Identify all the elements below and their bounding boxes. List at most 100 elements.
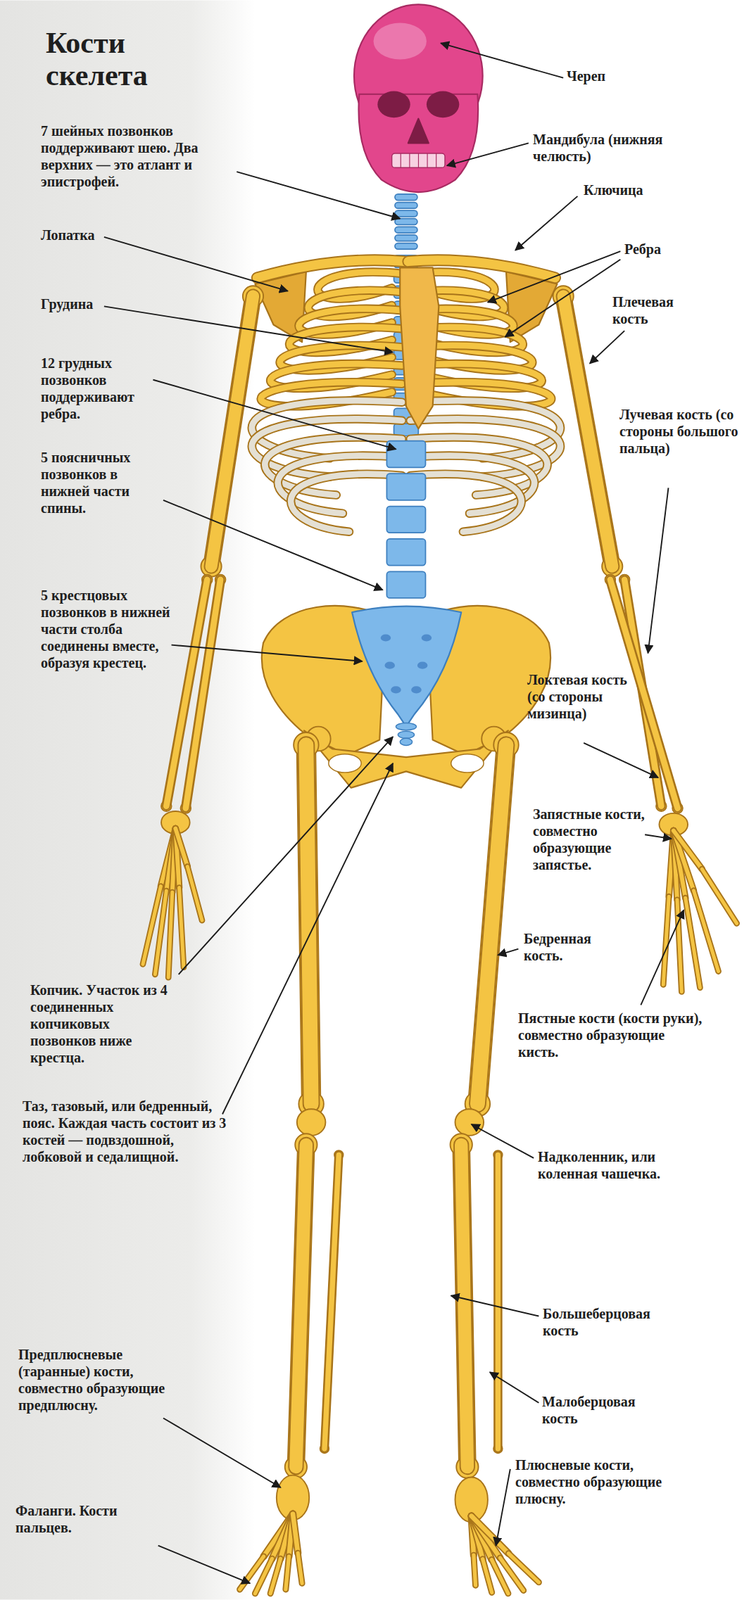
rib	[290, 474, 402, 533]
metacarpal	[175, 829, 188, 868]
ulna	[610, 580, 678, 809]
sacral-foramen	[417, 662, 428, 670]
teeth	[400, 153, 402, 168]
leader-line	[644, 834, 672, 840]
part-label: Плюсневые кости, совместно образующие пл…	[515, 1457, 689, 1508]
part-label: 5 крестцовых позвонков в нижней части ст…	[40, 587, 174, 672]
leader-line	[178, 737, 393, 975]
part-label: 12 грудных позвонков поддерживают ребра.	[40, 354, 169, 423]
tibia	[461, 1145, 468, 1468]
leader-line	[163, 500, 383, 591]
humerus	[563, 296, 613, 567]
humerus	[563, 296, 613, 567]
phalanx	[663, 896, 669, 985]
part-label: Малоберцовая кость	[542, 1393, 665, 1428]
phalanx	[270, 1559, 281, 1595]
cervical-vertebra	[394, 202, 418, 210]
phalanx	[285, 1557, 290, 1591]
teeth	[392, 153, 445, 168]
leader-line	[496, 1469, 511, 1547]
coccyx	[399, 738, 412, 746]
phalanx	[693, 891, 719, 973]
metatarsal	[292, 1514, 298, 1555]
metatarsal	[292, 1514, 298, 1555]
sacral-foramen	[411, 686, 421, 694]
part-label: Грудина	[40, 295, 143, 313]
leader-line	[647, 487, 669, 654]
part-label: Предплюсневые (таранные) кости, совместн…	[18, 1346, 172, 1415]
metacarpal	[673, 830, 702, 870]
femur	[306, 745, 312, 1105]
ulna	[610, 580, 678, 809]
cervical-vertebra	[394, 243, 418, 250]
phalanx	[179, 888, 184, 968]
bones	[142, 4, 738, 1594]
fibula	[494, 1155, 502, 1449]
phalanx	[297, 1553, 302, 1584]
phalanx	[285, 1557, 290, 1591]
humerus	[211, 296, 253, 567]
ulna	[185, 580, 221, 809]
fibula	[324, 1155, 339, 1449]
part-label: 5 поясничных позвонков в нижней части сп…	[40, 449, 169, 517]
phalanx	[154, 891, 167, 975]
cervical-vertebra	[394, 226, 418, 234]
background-panel	[0, 0, 255, 1600]
phalanx	[473, 1555, 476, 1586]
ulna	[610, 580, 678, 809]
leader-line	[451, 1296, 540, 1318]
sacrum	[351, 606, 462, 728]
leader-line	[222, 763, 393, 1116]
fibula	[495, 1155, 501, 1449]
sacral-foramen	[384, 662, 395, 670]
clavicle	[408, 260, 556, 279]
leader-line	[515, 196, 578, 251]
femur	[306, 745, 312, 1105]
part-label: Запястные кости, совместно образующие за…	[532, 806, 645, 874]
part-label: Лопатка	[40, 226, 143, 244]
tibia	[295, 1145, 306, 1468]
ulna	[185, 580, 221, 809]
leader-line	[236, 171, 400, 219]
thoracic-vertebra	[394, 423, 419, 436]
phalanx	[187, 867, 203, 922]
clavicle	[408, 260, 556, 279]
humerus	[211, 296, 253, 567]
rib	[410, 474, 522, 533]
femur	[477, 745, 507, 1105]
ulna	[610, 580, 678, 809]
femur	[477, 745, 507, 1105]
rib	[410, 474, 522, 533]
humerus	[563, 296, 613, 567]
sacral-foramen	[380, 634, 391, 642]
patella	[455, 1109, 485, 1137]
leader-line	[640, 910, 684, 1006]
coccyx	[397, 731, 414, 739]
femur	[306, 745, 312, 1105]
leader-line	[489, 1372, 540, 1403]
leader-line	[497, 949, 519, 956]
phalanx	[701, 869, 737, 924]
phalanx	[693, 891, 719, 973]
part-label: Плечевая кость	[612, 293, 700, 328]
phalanx	[701, 869, 737, 924]
phalanx	[168, 892, 173, 978]
part-label: Мандибула (нижняя челюсть)	[532, 130, 712, 165]
teeth	[435, 153, 437, 168]
sacral-foramen	[421, 634, 432, 642]
cervical-vertebra	[394, 218, 418, 226]
leader-line	[152, 380, 396, 450]
coccyx	[395, 723, 417, 731]
phalanx	[168, 892, 173, 978]
eye-socket	[377, 91, 410, 119]
fibula	[324, 1155, 339, 1449]
eye-socket	[426, 91, 459, 119]
leader-line	[589, 330, 625, 364]
teeth	[408, 153, 410, 168]
skull-highlight	[373, 22, 427, 60]
leader-line	[104, 306, 393, 352]
sacral-foramen	[390, 686, 401, 694]
leader-line	[583, 743, 659, 778]
part-label: Копчик. Участок из 4 соединенных копчико…	[30, 982, 179, 1067]
humerus	[211, 296, 253, 567]
